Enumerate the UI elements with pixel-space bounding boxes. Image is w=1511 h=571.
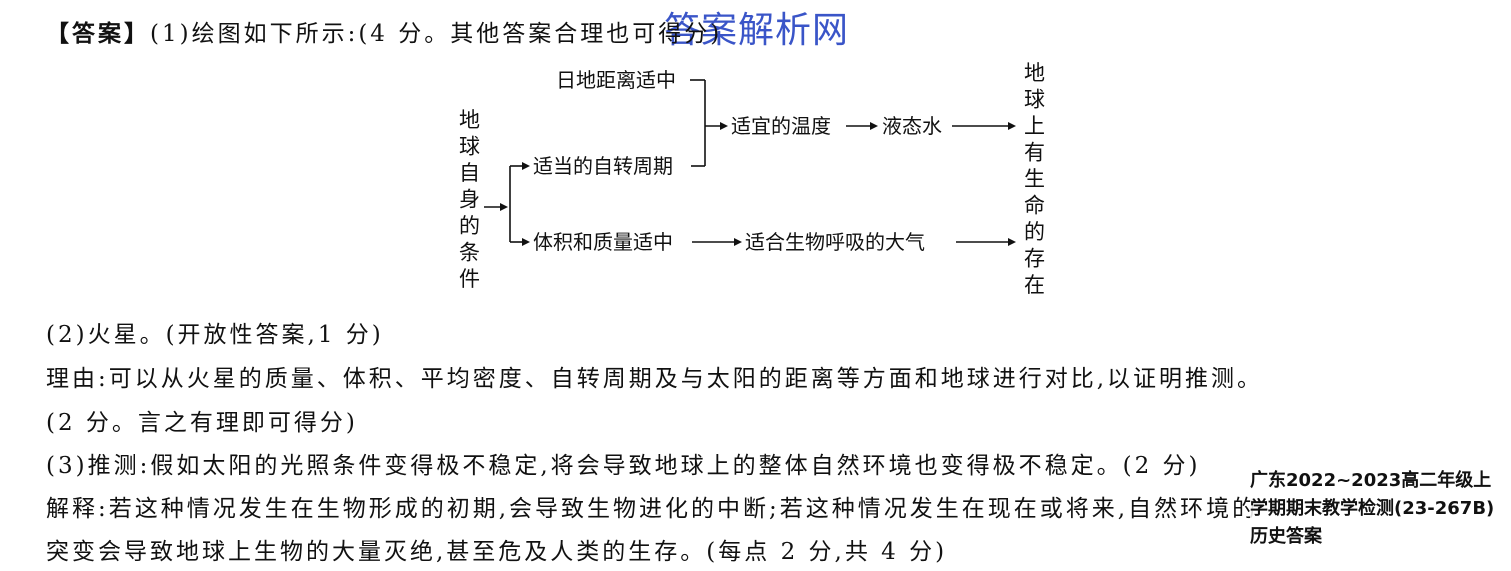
- left-label-char: 地: [459, 108, 480, 132]
- result-label-char: 生: [1024, 167, 1045, 191]
- middle-temperature: 适宜的温度: [731, 114, 831, 138]
- result-label-char: 的: [1024, 220, 1045, 244]
- left-label-char: 球: [459, 135, 480, 159]
- answer-part3-explain: 解释:若这种情况发生在生物形成的初期,会导致生物进化的中断;若这种情况发生在现在…: [46, 496, 1259, 522]
- answer-part1-line: 【答案】(1)绘图如下所示:(4 分。其他答案合理也可得分): [46, 20, 722, 48]
- answer-part2-score: (2 分。言之有理即可得分): [46, 410, 358, 436]
- diagram-arrowhead-rotation: [522, 162, 530, 170]
- result-label-char: 地: [1024, 61, 1045, 85]
- answer-part3-explain-cont: 突变会导致地球上生物的大量灭绝,甚至危及人类的生存。(每点 2 分,共 4 分): [46, 539, 948, 565]
- diagram-arrowhead-water: [870, 122, 878, 130]
- result-label-char: 球: [1024, 88, 1045, 112]
- answer-part1: (1)绘图如下所示:(4 分。其他答案合理也可得分): [150, 21, 723, 47]
- left-label-char: 自: [459, 161, 480, 185]
- diagram-arrowhead-volume: [522, 238, 530, 246]
- diagram-arrowhead-water-result: [1008, 122, 1016, 130]
- answer-part3: (3)推测:假如太阳的光照条件变得极不稳定,将会导致地球上的整体自然环境也变得极…: [46, 453, 1201, 479]
- answer-part2-reason: 理由:可以从火星的质量、体积、平均密度、自转周期及与太阳的距离等方面和地球进行对…: [46, 366, 1264, 392]
- source-tag: 广东2022~2023高二年级上学期期末教学检测(23-267B)历史答案: [1250, 467, 1508, 551]
- left-label-char: 的: [459, 214, 480, 238]
- answer-label: 【答案】: [46, 20, 150, 47]
- result-label-char: 在: [1024, 273, 1045, 297]
- left-label-char: 条: [459, 241, 480, 265]
- diagram-arrowhead-temp: [720, 122, 728, 130]
- result-label-char: 命: [1024, 194, 1045, 218]
- factor-distance: 日地距离适中: [556, 68, 676, 92]
- water-label: 液态水: [882, 114, 942, 138]
- result-label-char: 存: [1024, 247, 1045, 271]
- middle-atmosphere: 适合生物呼吸的大气: [745, 230, 925, 254]
- result-label-char: 有: [1024, 141, 1045, 165]
- left-label-char: 身: [459, 188, 480, 212]
- watermark: 答案解析网: [664, 10, 850, 51]
- result-label-char: 上: [1024, 114, 1045, 138]
- factor-rotation: 适当的自转周期: [533, 154, 673, 178]
- diagram-arrowhead-left: [500, 203, 508, 211]
- diagram-arrowhead-air: [734, 238, 742, 246]
- answer-part2: (2)火星。(开放性答案,1 分): [46, 322, 384, 348]
- factor-volume: 体积和质量适中: [533, 230, 673, 254]
- left-label-char: 件: [459, 267, 480, 291]
- diagram-arrowhead-air-result: [1008, 238, 1016, 246]
